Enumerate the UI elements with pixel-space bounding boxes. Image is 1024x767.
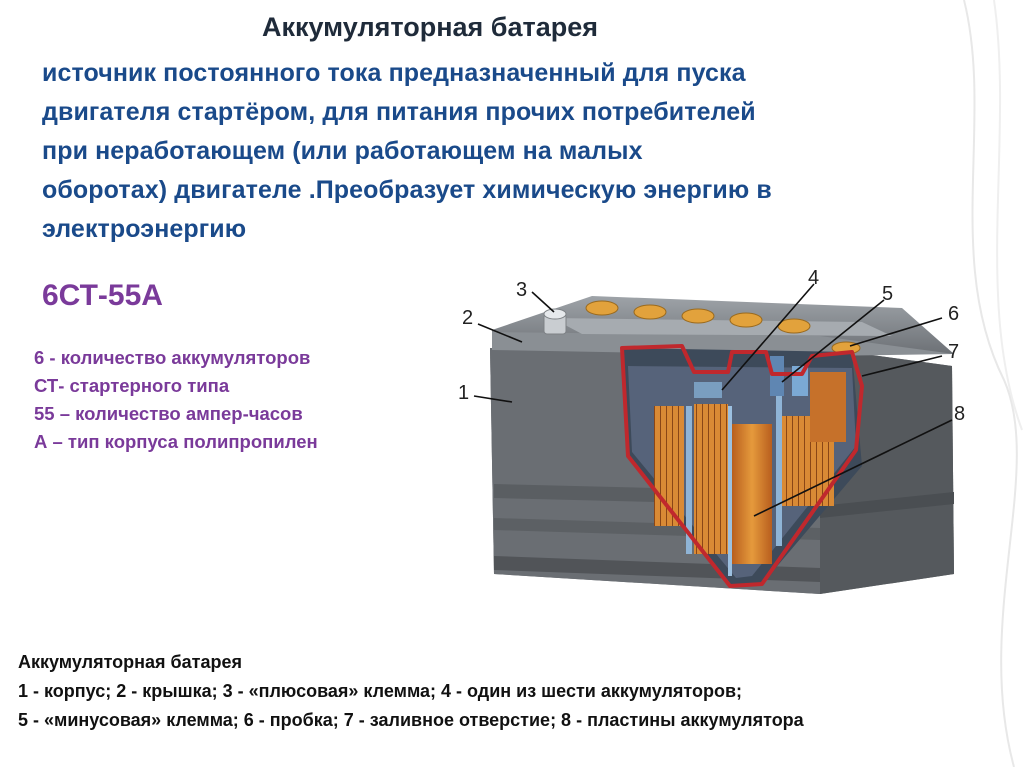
battery-definition: источник постоянного тока предназначенны… <box>42 54 942 249</box>
battery-model-code: 6СТ-55А <box>42 279 163 313</box>
definition-line: источник постоянного тока предназначенны… <box>42 54 942 93</box>
legend-item: А – тип корпуса полипропилен <box>34 428 318 456</box>
figure-caption: Аккумуляторная батарея 1 - корпус; 2 - к… <box>18 648 804 735</box>
callout-6: 6 <box>948 303 959 325</box>
callout-7: 7 <box>948 341 959 363</box>
model-code-legend: 6 - количество аккумуляторов СТ- стартер… <box>34 344 318 456</box>
legend-item: СТ- стартерного типа <box>34 372 318 400</box>
caption-title: Аккумуляторная батарея <box>18 648 804 677</box>
callout-4: 4 <box>808 267 819 289</box>
callout-5: 5 <box>882 283 893 305</box>
definition-line: двигателя стартёром, для питания прочих … <box>42 93 942 132</box>
legend-item: 6 - количество аккумуляторов <box>34 344 318 372</box>
callout-1: 1 <box>458 382 469 404</box>
definition-line: оборотах) двигателе .Преобразует химичес… <box>42 171 942 210</box>
positive-terminal <box>544 309 566 334</box>
slide-title: Аккумуляторная батарея <box>262 12 598 43</box>
definition-line: при неработающем (или работающем на малы… <box>42 132 942 171</box>
caption-line: 1 - корпус; 2 - крышка; 3 - «плюсовая» к… <box>18 677 804 706</box>
legend-item: 55 – количество ампер-часов <box>34 400 318 428</box>
definition-line: электроэнергию <box>42 210 942 249</box>
battery-cutaway-illustration: 1 2 3 4 5 6 7 8 <box>432 256 992 616</box>
callout-8: 8 <box>954 403 965 425</box>
callout-3: 3 <box>516 279 527 301</box>
callout-2: 2 <box>462 307 473 329</box>
caption-line: 5 - «минусовая» клемма; 6 - пробка; 7 - … <box>18 706 804 735</box>
